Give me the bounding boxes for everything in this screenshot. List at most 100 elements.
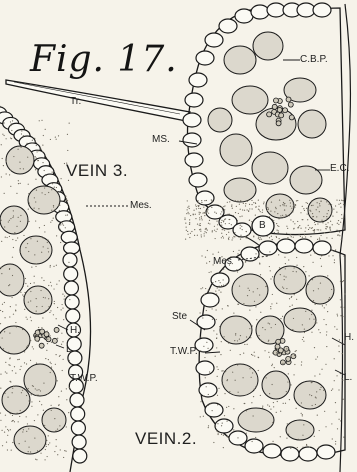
vascular-cell bbox=[286, 97, 291, 102]
epidermal-cell bbox=[277, 239, 295, 253]
vascular-cell bbox=[291, 354, 296, 359]
figure-title: Fig. 17. bbox=[30, 42, 178, 78]
label-ec: E.C. bbox=[330, 164, 349, 174]
epidermal-cell bbox=[61, 231, 77, 243]
mesophyll-cell bbox=[286, 420, 314, 440]
label-twp-left: T.W.P. bbox=[70, 374, 98, 384]
epidermal-cell bbox=[211, 273, 229, 287]
epidermal-cell bbox=[313, 241, 331, 255]
mesophyll-cell bbox=[24, 286, 52, 314]
epidermal-cell bbox=[73, 449, 87, 463]
mesophyll-cell bbox=[220, 316, 252, 344]
mesophyll-cell bbox=[224, 178, 256, 202]
epidermal-cell bbox=[63, 253, 77, 267]
epidermal-cell bbox=[64, 242, 80, 254]
mesophyll-cell bbox=[208, 108, 232, 132]
epidermal-cell bbox=[189, 173, 207, 187]
mesophyll-cell bbox=[232, 274, 268, 306]
vascular-cell bbox=[280, 360, 285, 365]
mesophyll-cell bbox=[20, 236, 52, 264]
vascular-cell bbox=[278, 348, 283, 353]
epidermal-cell bbox=[295, 239, 313, 253]
label-l-left: L. bbox=[66, 345, 74, 355]
epidermal-cell bbox=[219, 19, 237, 33]
epidermal-cell bbox=[64, 267, 78, 281]
epidermal-cell bbox=[299, 447, 317, 461]
vascular-cell bbox=[39, 343, 44, 348]
epidermal-cell bbox=[183, 113, 201, 127]
mesophyll-cell bbox=[252, 152, 288, 184]
mesophyll-cell bbox=[238, 408, 274, 432]
epidermal-cell bbox=[281, 447, 299, 461]
epidermal-cell bbox=[263, 444, 281, 458]
epidermal-cell bbox=[195, 338, 213, 352]
epidermal-cell bbox=[245, 439, 263, 453]
mesophyll-cell bbox=[224, 46, 256, 74]
mesophyll-cell bbox=[284, 308, 316, 332]
vascular-cell bbox=[52, 338, 57, 343]
epidermal-cell bbox=[66, 309, 80, 323]
vascular-cell bbox=[279, 113, 284, 118]
epidermal-cell bbox=[183, 133, 201, 147]
epidermal-cell bbox=[297, 3, 315, 17]
vascular-cell bbox=[276, 339, 281, 344]
epidermal-cell bbox=[185, 93, 203, 107]
label-h-right: H. bbox=[344, 333, 354, 343]
mesophyll-cell bbox=[42, 408, 66, 432]
label-vein2: VEIN.2. bbox=[135, 430, 197, 447]
mesophyll-cell bbox=[14, 426, 46, 454]
mesophyll-cell bbox=[2, 386, 30, 414]
label-ms: MS. bbox=[152, 135, 170, 145]
epidermal-cell bbox=[313, 3, 331, 17]
epidermal-cell bbox=[215, 419, 233, 433]
vascular-cell bbox=[276, 121, 281, 126]
label-vein3: VEIN 3. bbox=[66, 162, 128, 179]
epidermal-cell bbox=[201, 293, 219, 307]
mesophyll-cell bbox=[6, 146, 34, 174]
mesophyll-cell bbox=[298, 110, 326, 138]
epidermal-cell bbox=[235, 9, 253, 23]
vascular-cell bbox=[288, 102, 293, 107]
label-tr: Tr. bbox=[70, 97, 81, 107]
label-h-left: H. bbox=[70, 326, 80, 336]
epidermal-cell bbox=[205, 403, 223, 417]
epidermal-cell bbox=[71, 407, 85, 421]
trichome bbox=[6, 80, 190, 121]
epidermal-cell bbox=[317, 445, 335, 459]
epidermal-cell bbox=[71, 421, 85, 435]
vascular-cell bbox=[273, 98, 278, 103]
epidermal-cell bbox=[65, 295, 79, 309]
mesophyll-cell bbox=[220, 134, 252, 166]
epidermal-cell bbox=[267, 3, 285, 17]
vascular-cell bbox=[46, 337, 51, 342]
mesophyll-cell bbox=[253, 32, 283, 60]
vascular-cell bbox=[289, 115, 294, 120]
epidermal-cell bbox=[185, 153, 203, 167]
vascular-cell bbox=[273, 350, 278, 355]
epidermal-cell bbox=[64, 281, 78, 295]
vascular-cell bbox=[283, 108, 288, 113]
vascular-cell bbox=[54, 327, 59, 332]
epidermal-cell bbox=[70, 393, 84, 407]
label-mes-right: Mes bbox=[213, 257, 232, 267]
epidermal-cell bbox=[196, 361, 214, 375]
mesophyll-cell bbox=[274, 266, 306, 294]
mesophyll-cell bbox=[262, 371, 290, 399]
label-b: B bbox=[259, 221, 266, 231]
epidermal-cell bbox=[205, 33, 223, 47]
label-cbp: C.B.P. bbox=[300, 55, 328, 65]
mesophyll-cell bbox=[232, 86, 268, 114]
label-mes-left: Mes. bbox=[130, 201, 152, 211]
vascular-cell bbox=[267, 112, 272, 117]
vascular-cell bbox=[272, 104, 277, 109]
epidermal-cell bbox=[72, 435, 86, 449]
label-twp-right: T.W.P. bbox=[170, 347, 198, 357]
label-ste: Ste bbox=[172, 312, 187, 322]
mesophyll-cell bbox=[306, 276, 334, 304]
epidermal-cell bbox=[251, 5, 269, 19]
vascular-cell bbox=[286, 356, 291, 361]
mesophyll-cell bbox=[0, 326, 30, 354]
epidermal-cell bbox=[259, 241, 277, 255]
epidermal-cell bbox=[196, 51, 214, 65]
